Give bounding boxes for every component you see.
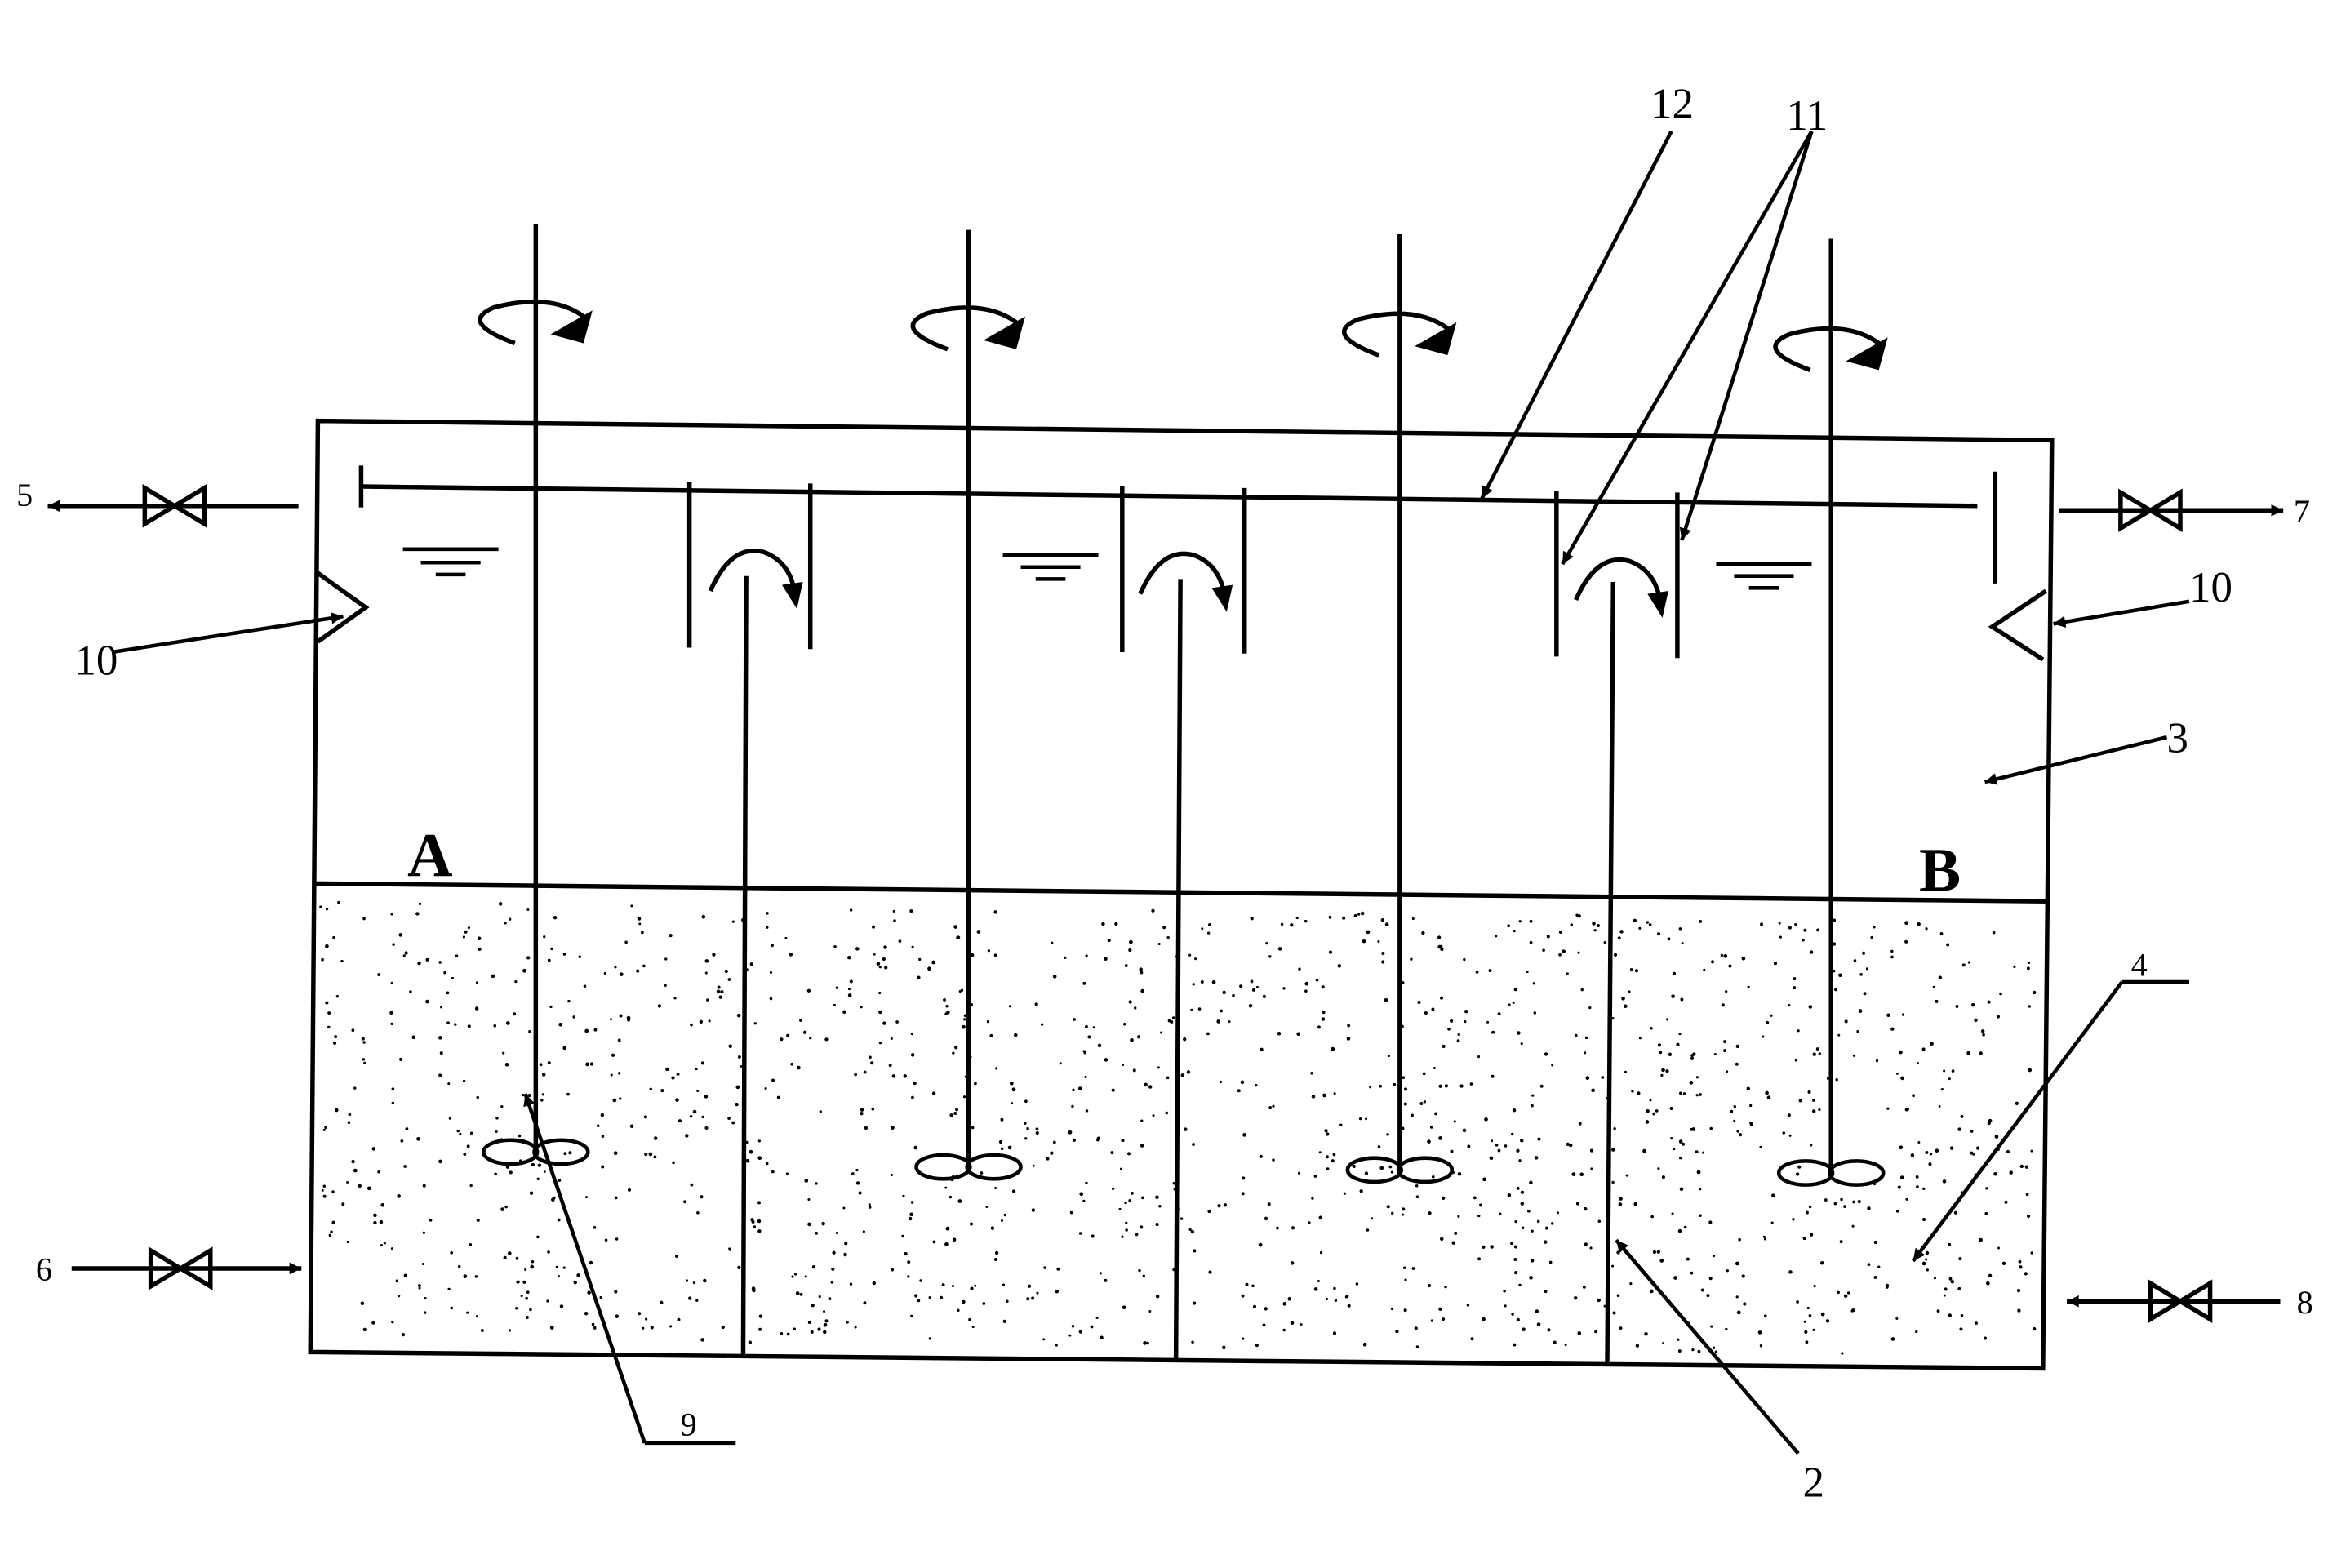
rotation-arrow-icon (478, 299, 593, 346)
impeller-icon (1776, 1159, 1886, 1187)
agitator (478, 224, 593, 1166)
label-2: 2 (1802, 1459, 1824, 1507)
rotation-arrow-icon (1342, 311, 1457, 358)
impeller-icon (914, 1153, 1023, 1181)
label-10-left: 10 (74, 637, 118, 684)
agitators (478, 224, 1888, 1187)
label-10-right: 10 (2189, 564, 2232, 611)
liquid-level-icon (402, 547, 499, 577)
label-5: 5 (16, 477, 33, 513)
tank-outline (308, 418, 2055, 1371)
overflow-arrow-icon (1574, 557, 1668, 618)
agitator (1773, 238, 1888, 1187)
right-deflector (1988, 589, 2047, 662)
impeller-icon (482, 1138, 590, 1166)
valve-icon (148, 1246, 213, 1290)
rotation-arrow-icon (910, 305, 1025, 352)
impeller-icon (1345, 1156, 1455, 1184)
valve-icon (142, 484, 207, 528)
label-8: 8 (2297, 1284, 2313, 1321)
left-deflector (316, 571, 370, 644)
packing-media (319, 900, 2037, 1355)
agitator (910, 229, 1025, 1181)
liquid-level-icon (1002, 553, 1099, 581)
valve-icon (2118, 488, 2183, 533)
top-pipe (358, 465, 1998, 584)
overflow-arrow-icon (1138, 551, 1233, 612)
label-9: 9 (681, 1406, 697, 1443)
agitator (1342, 234, 1457, 1184)
rotation-arrow-icon (1773, 326, 1888, 372)
valve-icon (2148, 1279, 2213, 1323)
baffle-plates (686, 482, 1680, 659)
label-B: B (1919, 835, 1961, 904)
label-11: 11 (1786, 92, 1828, 140)
label-7: 7 (2294, 493, 2310, 530)
label-6: 6 (36, 1251, 52, 1288)
label-3: 3 (2167, 714, 2189, 762)
liquid-level-icon (1716, 562, 1812, 590)
partition-walls (740, 575, 1616, 1365)
leader-lines (111, 130, 2190, 1455)
label-4: 4 (2131, 947, 2148, 984)
label-A: A (407, 820, 452, 890)
label-12: 12 (1650, 80, 1694, 127)
overflow-arrow-icon (708, 549, 803, 609)
